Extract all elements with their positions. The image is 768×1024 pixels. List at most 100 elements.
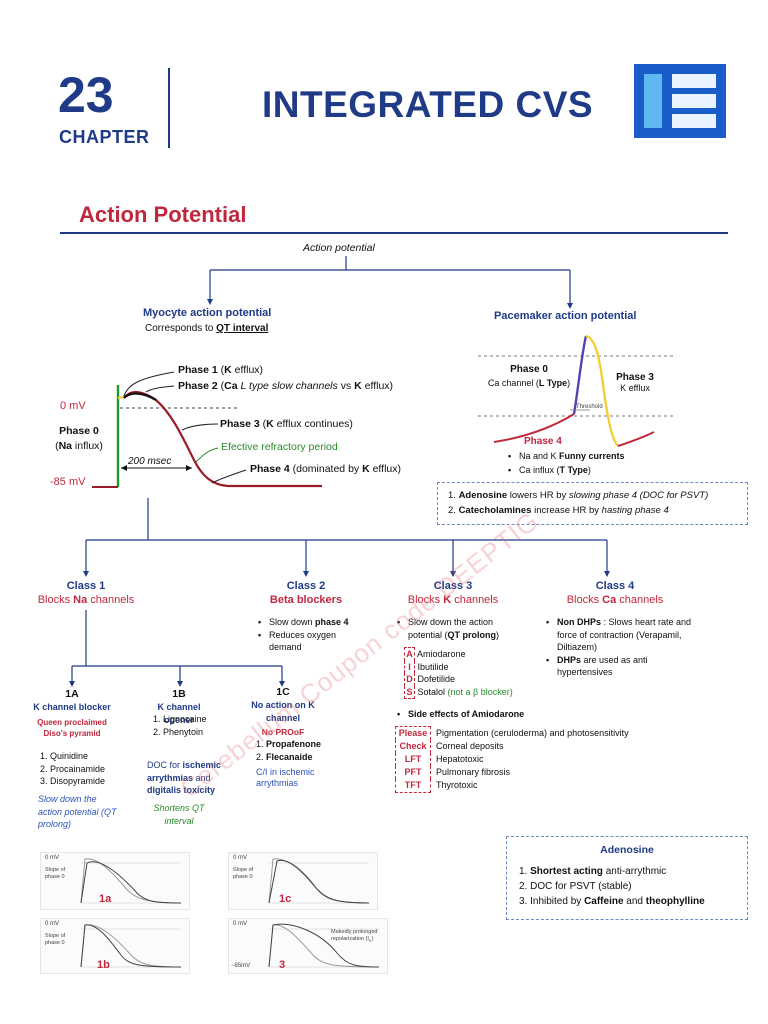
- drug-name: Quinidine: [50, 751, 89, 761]
- pm-phase0-detail: Ca channel (: [487, 378, 539, 388]
- adenosine-item1-b: Shortest acting: [530, 866, 603, 877]
- pm-phase4-item: Ca influx (T Type): [508, 463, 625, 477]
- drug-item: 1. Lignocaine: [153, 714, 207, 724]
- brand-logo: [634, 64, 726, 138]
- class-2-item: Slow down phase 4: [258, 616, 370, 629]
- chapter-number: 23: [58, 67, 114, 123]
- phase4-pre: (dominated by: [289, 463, 363, 475]
- class-3-header: Class 3 Blocks K channels: [396, 580, 510, 606]
- doc-pre: DOC for: [147, 760, 183, 770]
- phase0-post: influx): [72, 440, 103, 452]
- drug-item: 2. Procainamide: [40, 763, 106, 774]
- adenosine-item: 3. Inhibited by Caffeine and theophyllin…: [519, 896, 705, 907]
- class-4-header: Class 4 Blocks Ca channels: [556, 580, 674, 606]
- adenosine-item2: DOC for PSVT (stable): [530, 881, 632, 892]
- class-3-sub-pre: Blocks: [407, 594, 444, 606]
- class-2-list: Slow down phase 4 Reduces oxygen demand: [258, 616, 370, 654]
- class-1-sub-pre: Blocks: [37, 594, 74, 606]
- class-4-sub-post: channels: [616, 594, 664, 606]
- adenosine-item3-pre: Inhibited by: [530, 896, 585, 907]
- mini-chart-1b-plot: [80, 924, 182, 968]
- mini-3-label: 3: [279, 959, 286, 971]
- subclass-1a-drugs: 1. Quinidine 2. Procainamide 3. Disopyra…: [40, 750, 105, 788]
- amio-key: Check: [395, 740, 431, 753]
- pm-phase4-item1-pre: Na and K: [519, 451, 560, 461]
- amiodarone-title: Side effects of Amiodarone: [397, 709, 524, 719]
- mini-chart-3-plot: [268, 923, 380, 968]
- drug-name: Flecanaide: [266, 751, 313, 762]
- class-2-item1-pre: Slow down: [269, 617, 316, 627]
- subclass-1a-mnemonic: Queen proclaimed Diso's pyramid: [37, 717, 107, 738]
- class-4-list: Non DHPs : Slows heart rate and force of…: [546, 616, 696, 679]
- tree-root-label: Action potential: [303, 242, 375, 254]
- drug-name: Propafenone: [266, 739, 322, 749]
- drug-name: Procainamide: [50, 763, 106, 774]
- logo-mark-icon: [644, 74, 716, 128]
- pacemaker-title: Pacemaker action potential: [494, 310, 637, 322]
- myocyte-minus85-mv: -85 mV: [50, 476, 86, 488]
- mini-chart-1a-plot: [80, 858, 182, 904]
- class-4-sub-pre: Blocks: [566, 594, 603, 606]
- pm-phase4-title: Phase 4: [524, 436, 562, 447]
- drug-item: 1. Quinidine: [40, 751, 89, 761]
- pm-phase4-item2-end: ): [587, 465, 591, 475]
- hr-item-2: 2. Catecholamines increase HR by hasting…: [448, 505, 669, 516]
- mini-1a-zero: 0 mV: [45, 855, 60, 861]
- hr-item2-b: Catecholamines: [458, 505, 532, 516]
- pm-threshold: Threshold: [576, 404, 603, 410]
- drug-name: Lignocaine: [163, 714, 207, 724]
- pm-phase4-item2-pre: Ca influx (: [519, 465, 560, 475]
- adenosine-item3-b2: theophylline: [645, 896, 705, 907]
- class-3-item1-pre: Slow down the action potential (: [408, 617, 494, 640]
- pm-phase3: Phase 3 K efflux: [612, 372, 658, 393]
- phase3-title: Phase 3: [220, 418, 260, 430]
- amio-value: Thyrotoxic: [436, 780, 478, 790]
- class-3-sub-post: channels: [451, 594, 499, 606]
- adenosine-item1-rest: anti-arrythmic: [602, 866, 667, 877]
- phase0-title: Phase 0: [59, 425, 99, 437]
- aids-drug: Ibutilide: [417, 661, 449, 672]
- phase2-post: efflux): [361, 380, 394, 392]
- mini-chart-1c: 0 mV Slope of phase 0 1c: [228, 852, 378, 910]
- myocyte-phase0: Phase 0 (Na influx): [46, 424, 112, 454]
- myocyte-subtitle-prefix: Corresponds to: [145, 323, 214, 334]
- phase2-ion1: Ca: [224, 380, 238, 392]
- mini-3-prolonged: Makedly prolonged repolarization (IK): [331, 929, 378, 944]
- hr-item2-mid: increase HR by: [531, 505, 602, 516]
- aids-mnemonic: A Amiodarone I Ibutilide D Dofetilide S …: [404, 647, 513, 700]
- phase2-vs: vs: [337, 380, 355, 392]
- phase1-title: Phase 1: [178, 364, 218, 376]
- pm-phase4-item2-b: T Type: [559, 465, 588, 475]
- mini-1a-slope: Slope of phase 0: [45, 867, 66, 880]
- pacemaker-ap-graph: [478, 334, 676, 447]
- subclass-1b-drugs: 1. Lignocaine 2. Phenytoin: [153, 713, 207, 738]
- mini-chart-1a: 0 mV Slope of phase 0 1a: [40, 852, 190, 910]
- myocyte-ap-graph: [92, 371, 322, 488]
- mini-chart-1b: 0 mV Slope of phase 0 1b: [40, 918, 190, 974]
- drug-item: 2. Flecanaide: [256, 751, 313, 762]
- phase0-pre: (: [55, 440, 59, 452]
- class-4-item: Non DHPs : Slows heart rate and force of…: [546, 616, 696, 654]
- subclass-1a: 1A K channel blocker Queen proclaimed Di…: [30, 688, 114, 739]
- subclass-1c-note: C/I in ischemic arrythmias: [256, 767, 315, 788]
- adenosine-title: Adenosine: [600, 844, 654, 856]
- amio-key: TFT: [395, 779, 431, 793]
- class-1-sub-b: Na: [73, 594, 88, 606]
- aids-drug: Dofetilide: [417, 674, 456, 685]
- phase3-ion: K: [266, 418, 274, 430]
- header-divider: [168, 68, 170, 148]
- mini-chart-3: 0 mV −85mV Makedly prolonged repolarizat…: [228, 918, 388, 974]
- subclass-1a-sub: K channel blocker: [33, 702, 111, 712]
- class-4-item1-rest: : Slows heart rate and force of contract…: [557, 617, 692, 652]
- mini-1b-slope: Slope of phase 0: [45, 933, 66, 946]
- amio-value: Hepatotoxic: [436, 754, 484, 764]
- pm-phase4-item1-b: Funny currents: [559, 451, 625, 461]
- mini-1b-zero: 0 mV: [45, 921, 60, 927]
- aids-row: S Sotalol (not a β blocker): [404, 685, 513, 700]
- amio-key: Please: [395, 726, 431, 740]
- drug-item: 1. Propafenone: [256, 739, 322, 749]
- adenosine-item3-mid: and: [623, 896, 646, 907]
